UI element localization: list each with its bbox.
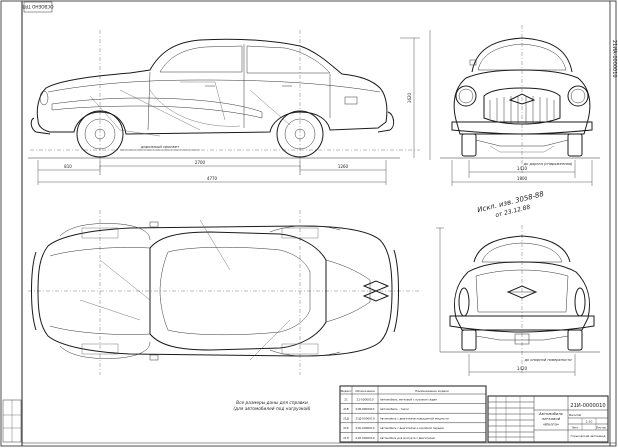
rev-row-1-index: 21В — [343, 407, 349, 411]
rev-row-3-name: Автомобиль с двигателем и коробкой перед… — [380, 426, 445, 430]
scale-value: 1:10 — [586, 420, 593, 424]
rev-row-1-name: Автомобиль - такси — [380, 407, 409, 411]
rev-table-header-designation: Обозначение — [355, 389, 375, 393]
rev-row-2-index: 21Д — [343, 417, 350, 421]
rev-row-0-name: Автомобиль легковой с кузовом седан — [380, 398, 437, 402]
revision-table: Индекс Обозначение Наименование модели 2… — [339, 385, 487, 443]
revision-note: Искл. изв. 3058-88 от 23.12.88 — [476, 190, 545, 219]
overall-width-dim: 1800 — [517, 176, 528, 181]
rev-table-header-index: Индекс — [341, 389, 352, 393]
title-line2: легковой — [541, 416, 561, 421]
top-left-stamp: ОСВОЕНО ТРП — [22, 1, 54, 13]
rev-row-3-designation: 21К-0000010 — [355, 426, 374, 430]
rev-row-0-designation: 21-0000010 — [356, 398, 373, 402]
sheet-code-rotated: 21ИА-0000010 — [611, 40, 617, 78]
rev-row-3-index: 21К — [343, 426, 349, 430]
side-note-line1: Все размеры даны для справки — [236, 400, 308, 406]
sheets-label: Листов — [596, 426, 606, 430]
document-number: 21И-0000010 — [570, 403, 605, 409]
wheelbase-dim: 2700 — [195, 160, 206, 165]
front-view: до дороги (снаряженная) — [440, 25, 600, 175]
rear-dimensions: 1420 — [436, 227, 576, 376]
height-dim: 1620 — [407, 92, 412, 103]
side-view: дорожный просвет — [28, 30, 420, 175]
track-front-dim: 1410 — [517, 166, 528, 171]
rear-view: до опорной поверхности — [440, 225, 600, 375]
title-block: Автомобиль легковой «Волга» 21И-0000010 … — [487, 395, 609, 443]
title-line3: «Волга» — [543, 422, 560, 427]
rev-row-4-designation: 21Н-0000010 — [355, 436, 374, 440]
rev-table-header-name: Наименование модели — [415, 389, 449, 393]
rev-row-4-name: Автомобиль для экспорта с двигателем — [380, 436, 435, 440]
side-front-wheel — [76, 110, 124, 158]
rev-row-1-designation: 21В-0000010 — [356, 407, 375, 411]
track-rear-dim: 1420 — [517, 366, 528, 371]
rear-overhang-dim: 1260 — [338, 164, 349, 169]
front-clearance-label: до дороги (снаряженная) — [523, 162, 573, 166]
front-overhang-dim: 810 — [64, 164, 72, 169]
company-name: Горьковский автозавод — [571, 434, 606, 438]
left-edge-stamps — [2, 399, 22, 443]
rev-row-2-designation: 21Д-0000010 — [355, 417, 374, 421]
rev-row-2-name: Автомобиль с двигателем повышенной мощно… — [380, 417, 449, 421]
overall-length-dim: 4770 — [207, 176, 218, 181]
top-view — [28, 210, 420, 375]
rear-clearance-label: до опорной поверхности — [523, 358, 572, 362]
side-note-line2: (для автомобилей под нагрузкой) — [233, 406, 311, 412]
title-line1: Автомобиль — [538, 411, 563, 416]
rev-row-0-index: 21 — [344, 398, 348, 402]
side-rear-wheel — [276, 110, 324, 158]
rev-row-4-index: 21Н — [343, 436, 349, 440]
top-left-stamp-text: ОСВОЕНО ТРП — [22, 4, 53, 9]
sheet-label: Лист — [572, 426, 579, 430]
front-dimensions: 1410 1800 — [451, 160, 593, 186]
ground-clearance-label: дорожный просвет — [140, 144, 180, 149]
side-note: Все размеры даны для справки (для автомо… — [233, 400, 311, 412]
side-dimensions: 810 2700 1260 4770 1620 — [37, 30, 431, 185]
scale-label: Масштаб — [569, 413, 582, 417]
